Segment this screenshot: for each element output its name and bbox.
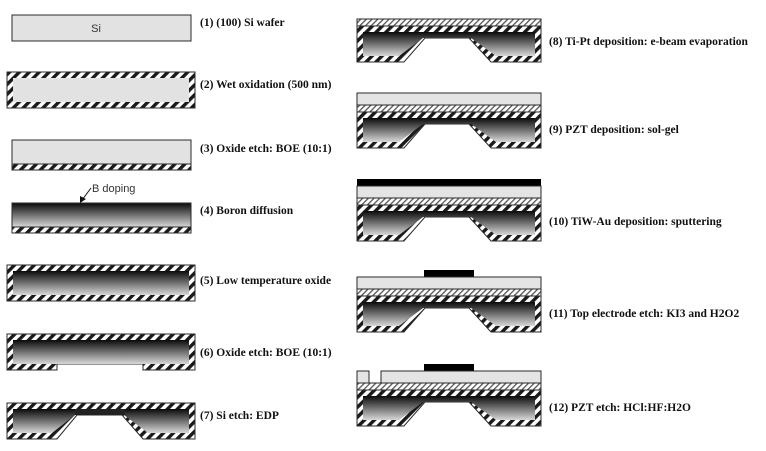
step-label: (8) Ti-Pt deposition: e-beam evaporation (549, 36, 749, 48)
si-wafer-label: Si (91, 23, 101, 35)
b-doping-arrowhead (80, 196, 86, 203)
si-wafer (11, 14, 192, 42)
etched-si (363, 118, 535, 142)
step-9-structure (356, 92, 542, 149)
step-label: (12) PZT etch: HCl:HF:H2O (549, 402, 691, 414)
membrane (75, 409, 125, 415)
step-label: (7) Si etch: EDP (200, 410, 279, 422)
top-electrode (424, 364, 474, 371)
pt-layer (356, 288, 542, 297)
pt-layer (356, 197, 542, 206)
step-label: (4) Boron diffusion (200, 205, 294, 217)
b-doping-label: B doping (92, 183, 135, 195)
step-2-structure (6, 71, 196, 109)
step-1-structure: Si (11, 14, 192, 42)
step-label: (10) TiW-Au deposition: sputtering (549, 216, 722, 228)
pt-layer (356, 382, 542, 391)
step-label: (2) Wet oxidation (500 nm) (200, 79, 332, 91)
step-label: (1) (100) Si wafer (200, 17, 285, 29)
step-label: (11) Top electrode etch: KI3 and H2O2 (549, 308, 739, 320)
pzt-layer (356, 276, 542, 290)
doped-si (13, 271, 189, 295)
doped-si (11, 202, 192, 228)
step-8-structure (356, 18, 542, 63)
pzt-layer (356, 92, 542, 106)
doped-si (13, 340, 189, 364)
si-body (11, 139, 192, 165)
pzt-layer (380, 370, 542, 384)
step-label: (9) PZT deposition: sol-gel (549, 124, 679, 136)
step-7-structure (6, 402, 196, 440)
etched-si (363, 32, 535, 56)
step-label: (6) Oxide etch: BOE (10:1) (200, 347, 332, 359)
step-4-structure: B doping (11, 183, 192, 234)
right-column-structures (356, 18, 542, 427)
step-labels: (1) (100) Si wafer (2) Wet oxidation (50… (200, 17, 749, 422)
step-12-structure (356, 364, 542, 427)
step-5-structure (6, 264, 196, 302)
step-11-structure (356, 270, 542, 333)
pzt-island-left (356, 370, 370, 384)
etched-si (363, 396, 535, 420)
etched-si (363, 211, 535, 235)
pt-layer (356, 104, 542, 113)
step-label: (3) Oxide etch: BOE (10:1) (200, 143, 332, 155)
top-electrode (424, 270, 474, 277)
step-10-structure (356, 179, 542, 242)
etched-si (13, 409, 189, 433)
tiw-au-layer (357, 179, 541, 186)
bottom-oxide (11, 226, 192, 234)
step-3-structure (11, 139, 192, 171)
pzt-layer (356, 185, 542, 199)
bottom-oxide (11, 163, 192, 171)
si-core (13, 78, 189, 102)
step-label: (5) Low temperature oxide (200, 275, 331, 287)
etched-si (363, 302, 535, 326)
pt-layer (356, 18, 542, 27)
step-6-structure (6, 333, 196, 371)
